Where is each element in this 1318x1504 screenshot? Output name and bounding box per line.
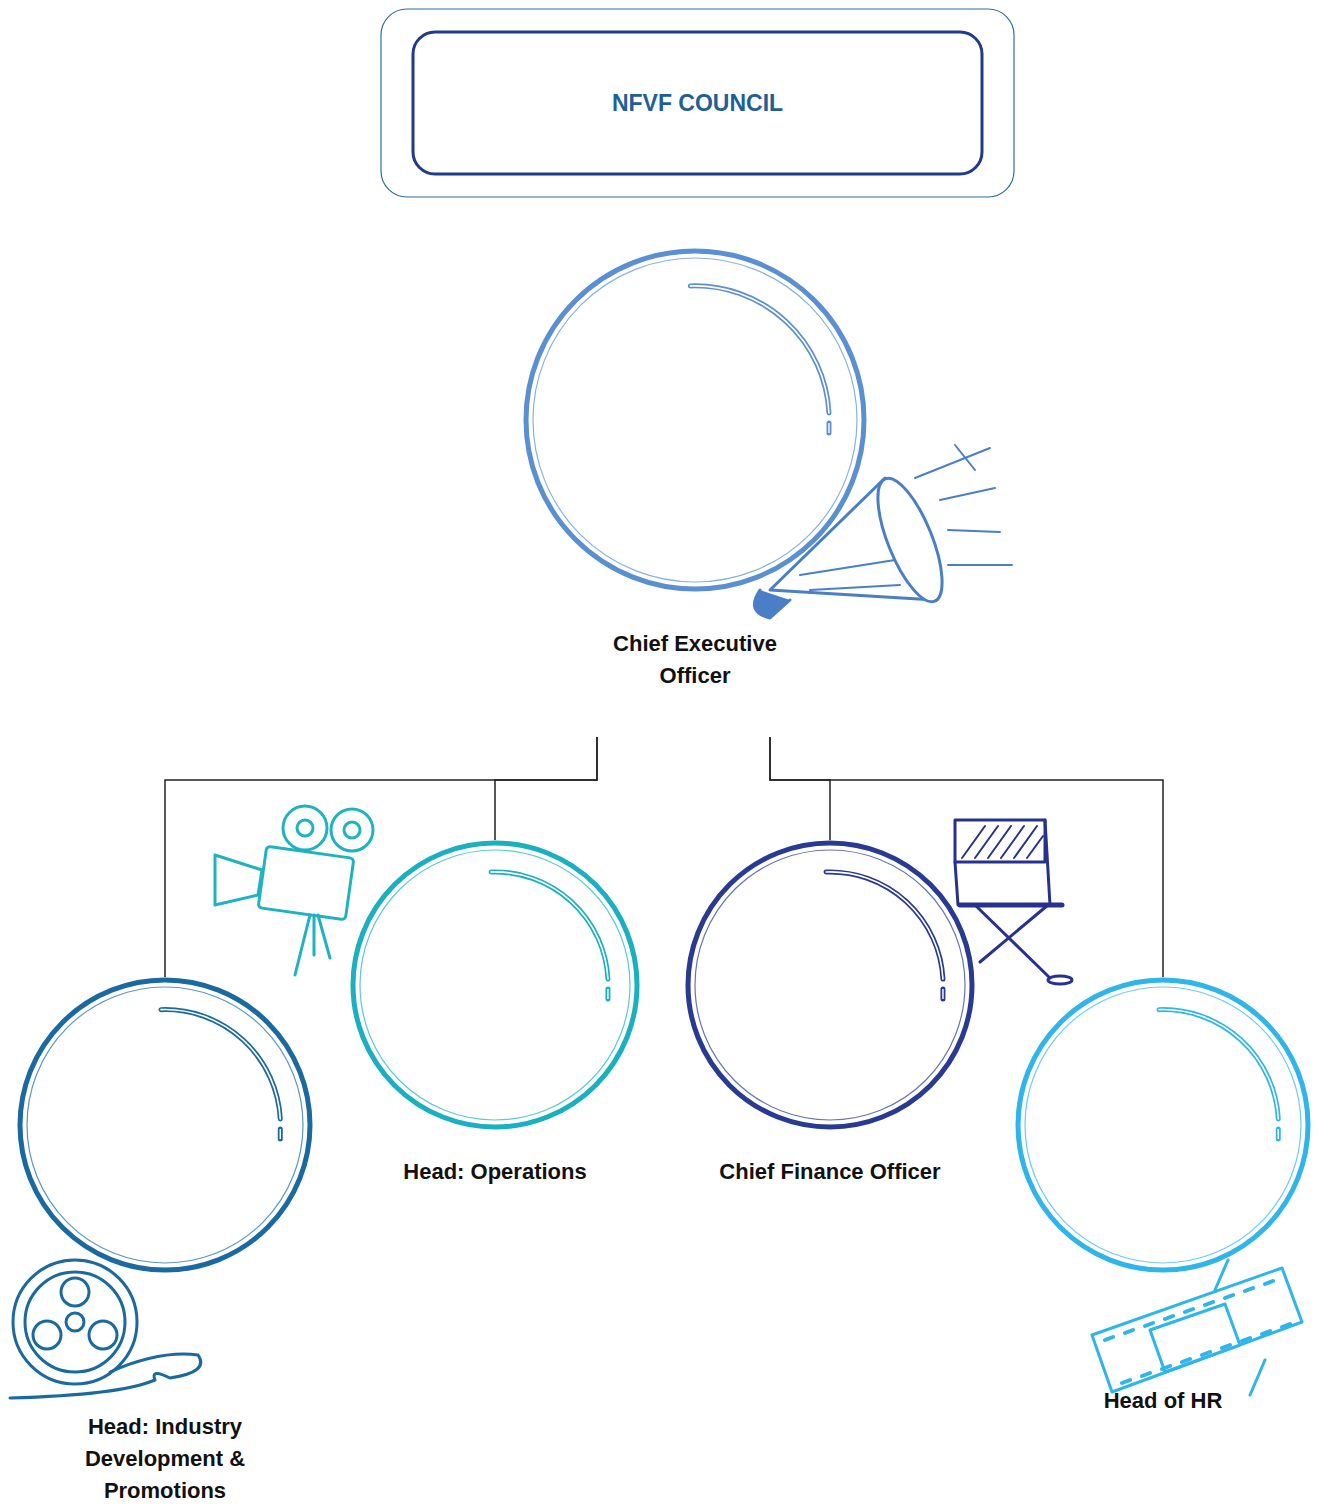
camera-reel bbox=[331, 809, 373, 851]
strip-sprockets bbox=[1105, 1281, 1273, 1340]
film-strip-illustration bbox=[1092, 1260, 1302, 1395]
chair-hatch bbox=[962, 826, 1043, 858]
reel-inner bbox=[25, 1272, 125, 1372]
reel-hole bbox=[61, 1278, 89, 1306]
reel-hole bbox=[33, 1321, 61, 1349]
highlight-drop-inner bbox=[280, 1129, 281, 1139]
role-circle: Chief Executive Officer bbox=[523, 248, 867, 737]
circle-ring bbox=[526, 251, 864, 589]
circle-outline bbox=[1015, 977, 1311, 1273]
circle-outline bbox=[685, 840, 975, 1130]
megaphone-bell bbox=[865, 471, 955, 610]
chair-post bbox=[955, 820, 1050, 905]
highlight-drop-inner bbox=[942, 989, 943, 999]
role-circle: Head: Operations bbox=[350, 840, 640, 1130]
camera-tripod bbox=[295, 915, 330, 975]
highlight-arc-inner bbox=[491, 872, 608, 979]
camera-reel-hub bbox=[297, 820, 313, 836]
highlight-drop-inner bbox=[607, 989, 608, 999]
circle-outline bbox=[17, 977, 313, 1273]
camera-illustration bbox=[215, 806, 373, 975]
circle-ring bbox=[20, 980, 310, 1270]
highlight-arc bbox=[1159, 1010, 1278, 1119]
circle-ring bbox=[1018, 980, 1308, 1270]
reel-rim bbox=[13, 1260, 137, 1384]
box-title: NFVF COUNCIL bbox=[380, 8, 1015, 198]
chair-foot bbox=[1048, 976, 1072, 984]
role-title: Chief Executive Officer bbox=[580, 628, 810, 692]
camera-body bbox=[258, 846, 354, 920]
highlight-drop bbox=[826, 423, 831, 433]
circle-inner-ring bbox=[360, 850, 630, 1120]
megaphone-hatch bbox=[800, 560, 900, 590]
council-box: NFVF COUNCIL bbox=[380, 8, 1015, 198]
highlight-drop bbox=[1276, 1129, 1281, 1139]
director-chair-illustration bbox=[955, 820, 1072, 984]
circle-outline bbox=[523, 248, 867, 592]
highlight-drop bbox=[278, 1129, 283, 1139]
film-reel-illustration bbox=[10, 1260, 201, 1398]
chair-legs bbox=[975, 905, 1050, 978]
highlight-arc-inner bbox=[690, 286, 829, 413]
megaphone-handle bbox=[754, 590, 790, 618]
role-title: Head: Industry Development & Promotions bbox=[60, 1411, 270, 1504]
highlight-arc bbox=[491, 872, 608, 979]
role-title: Chief Finance Officer bbox=[680, 1156, 980, 1188]
reel-tape bbox=[10, 1354, 201, 1398]
circle-inner-ring bbox=[695, 850, 965, 1120]
highlight-drop bbox=[940, 989, 945, 999]
outer-frame bbox=[381, 9, 1014, 197]
strip-curl bbox=[1215, 1260, 1265, 1395]
role-circle: Head: Industry Development & Promotions bbox=[17, 977, 313, 1273]
circle-ring bbox=[353, 843, 637, 1127]
strip-body bbox=[1092, 1268, 1302, 1392]
circle-outline bbox=[350, 840, 640, 1130]
circle-inner-ring bbox=[27, 987, 303, 1263]
circle-inner-ring bbox=[1025, 987, 1301, 1263]
camera-reel-hub bbox=[344, 822, 360, 838]
chair-back bbox=[955, 820, 1045, 862]
circle-inner-ring bbox=[533, 258, 857, 582]
reel-hub bbox=[66, 1313, 84, 1331]
highlight-arc bbox=[826, 872, 943, 979]
highlight-arc-inner bbox=[826, 872, 943, 979]
highlight-arc bbox=[690, 286, 829, 413]
sound-lines bbox=[915, 445, 1012, 565]
highlight-drop bbox=[605, 989, 610, 999]
camera-lens bbox=[215, 855, 262, 905]
highlight-arc bbox=[161, 1010, 280, 1119]
role-title: Head of HR bbox=[1043, 1385, 1283, 1417]
role-title: Head: Operations bbox=[345, 1156, 645, 1188]
circle-ring bbox=[688, 843, 972, 1127]
reporting-line bbox=[770, 737, 830, 840]
highlight-drop-inner bbox=[1278, 1129, 1279, 1139]
highlight-drop-inner bbox=[828, 423, 829, 433]
highlight-arc-inner bbox=[1159, 1010, 1278, 1119]
strip-frame bbox=[1150, 1304, 1240, 1372]
role-circle: Chief Finance Officer bbox=[685, 840, 975, 1130]
reel-hole bbox=[89, 1321, 117, 1349]
camera-reel bbox=[283, 806, 327, 850]
highlight-arc-inner bbox=[161, 1010, 280, 1119]
reporting-line bbox=[495, 737, 597, 840]
strip-sprockets bbox=[1122, 1324, 1290, 1383]
role-circle: Head of HR bbox=[1015, 977, 1311, 1273]
